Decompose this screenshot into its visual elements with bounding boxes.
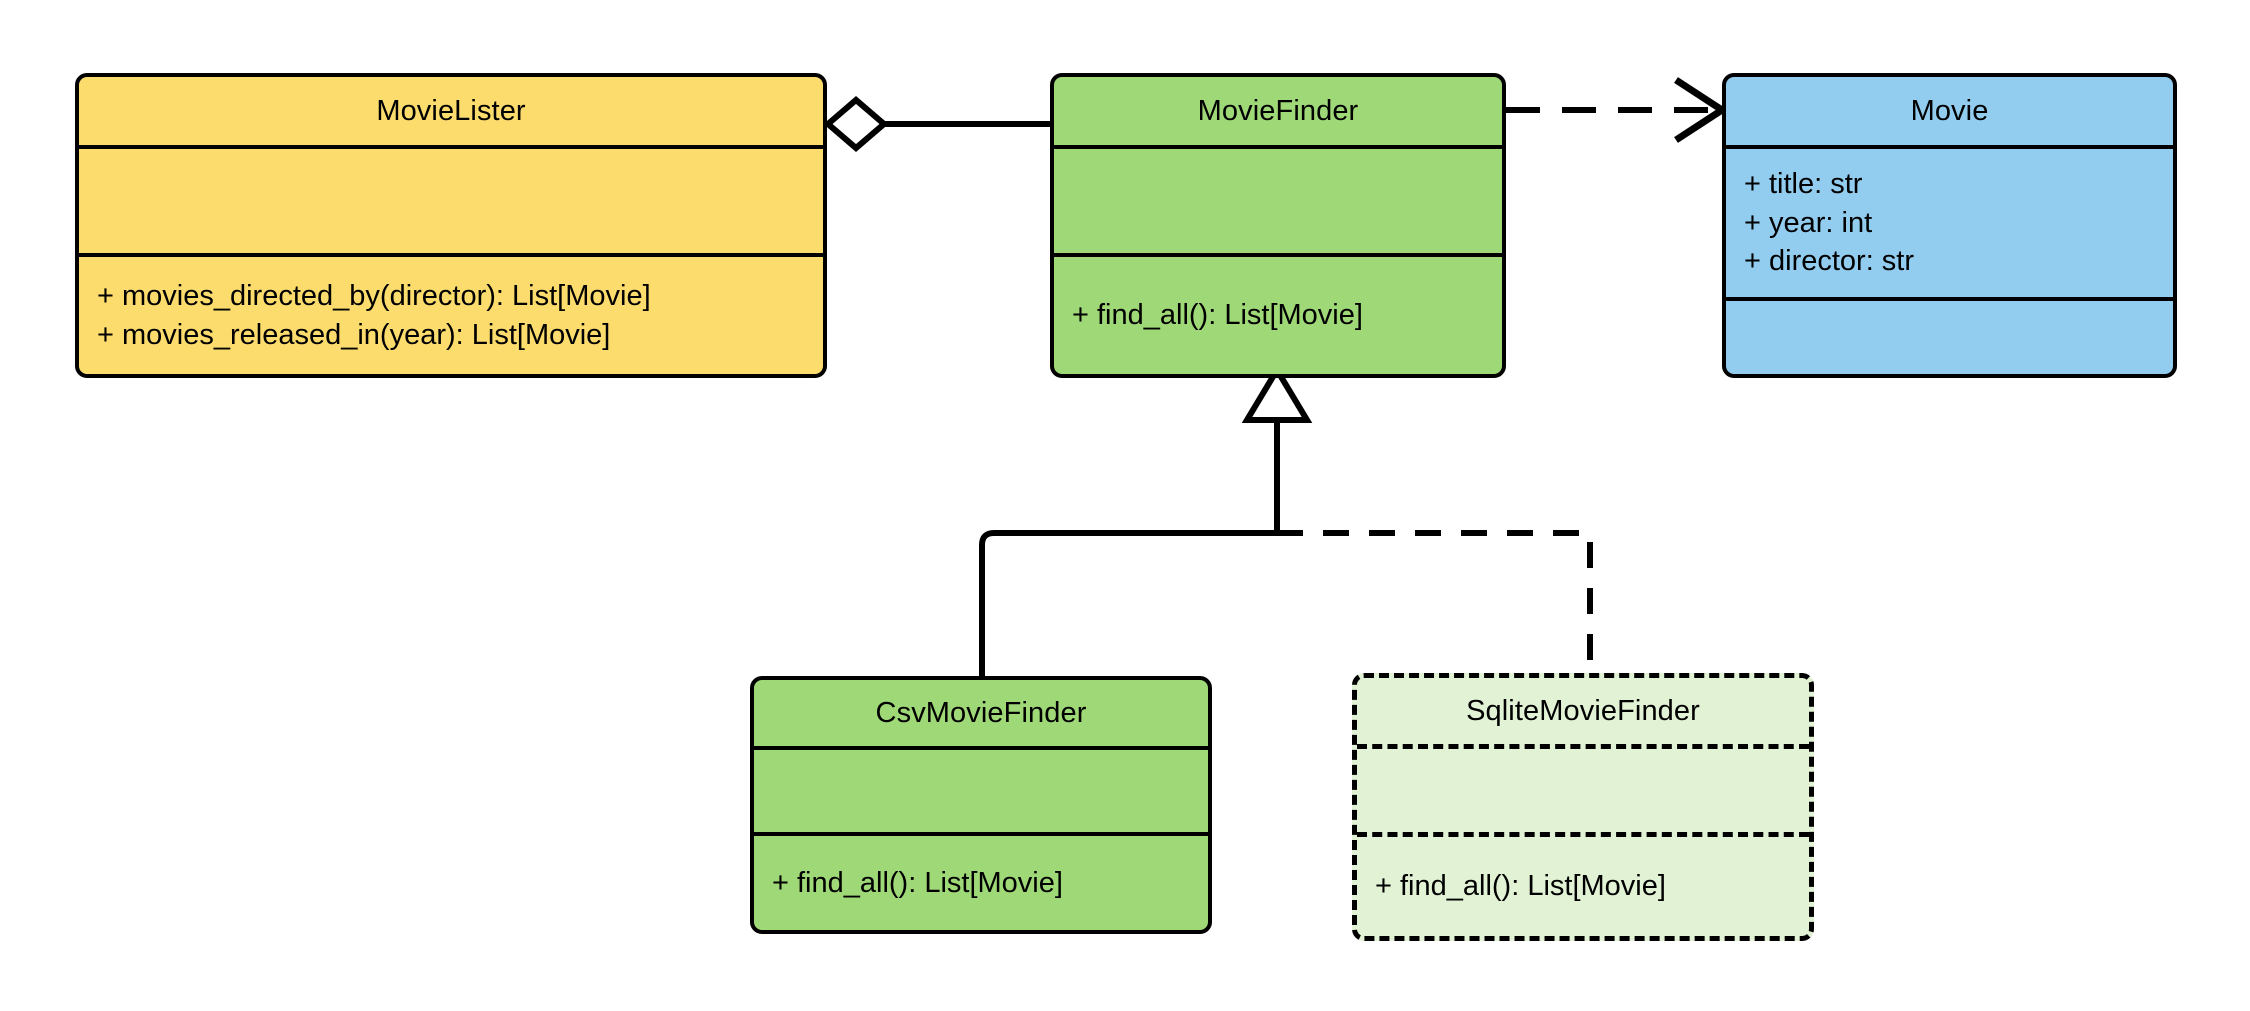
edge-generalization-trunk (1241, 364, 1313, 533)
class-box-movie-lister[interactable]: MovieLister + movies_directed_by(directo… (75, 73, 827, 378)
method-line: + movies_directed_by(director): List[Mov… (97, 279, 651, 312)
class-methods-compartment: + movies_directed_by(director): List[Mov… (79, 253, 823, 374)
method-line: + find_all(): List[Movie] (772, 866, 1063, 899)
open-arrow-marker (1674, 77, 1729, 143)
method-line: + movies_released_in(year): List[Movie] (97, 318, 611, 351)
edge-dependency-finder-movie (1506, 77, 1729, 143)
class-methods-compartment: + find_all(): List[Movie] (754, 832, 1208, 930)
class-attributes-compartment (1054, 145, 1502, 253)
class-title-compartment: CsvMovieFinder (754, 680, 1208, 746)
class-attributes-compartment (1357, 744, 1809, 832)
generalization-branch-csv (979, 530, 1277, 678)
class-attributes-compartment (79, 145, 823, 253)
edge-generalization-csv (979, 530, 1277, 678)
class-title-compartment: SqliteMovieFinder (1357, 678, 1809, 744)
edge-generalization-sqlite (1277, 530, 1593, 678)
class-title-compartment: MovieLister (79, 77, 823, 145)
class-attributes-compartment: + title: str + year: int + director: str (1726, 145, 2173, 297)
class-box-movie-finder[interactable]: MovieFinder + find_all(): List[Movie] (1050, 73, 1506, 378)
attribute-line: + title: str (1744, 167, 1863, 200)
class-name-csv-movie-finder: CsvMovieFinder (875, 696, 1087, 729)
attribute-line: + year: int (1744, 206, 1873, 239)
method-line: + find_all(): List[Movie] (1072, 299, 1363, 332)
class-box-movie[interactable]: Movie + title: str + year: int + directo… (1722, 73, 2177, 378)
class-box-csv-movie-finder[interactable]: CsvMovieFinder + find_all(): List[Movie] (750, 676, 1212, 934)
attribute-line: + director: str (1744, 245, 1915, 278)
class-name-movie: Movie (1910, 94, 1989, 127)
hollow-diamond-marker (823, 96, 889, 152)
class-box-sqlite-movie-finder[interactable]: SqliteMovieFinder + find_all(): List[Mov… (1352, 673, 1814, 941)
class-name-movie-lister: MovieLister (376, 94, 526, 127)
class-name-movie-finder: MovieFinder (1197, 94, 1359, 127)
generalization-branch-sqlite (1277, 530, 1593, 678)
class-attributes-compartment (754, 746, 1208, 832)
method-line: + find_all(): List[Movie] (1375, 870, 1666, 903)
edge-aggregation-lister-finder (823, 96, 1052, 152)
class-name-sqlite-movie-finder: SqliteMovieFinder (1466, 694, 1700, 727)
class-title-compartment: Movie (1726, 77, 2173, 145)
class-methods-compartment: + find_all(): List[Movie] (1357, 832, 1809, 936)
class-methods-compartment (1726, 297, 2173, 374)
class-methods-compartment: + find_all(): List[Movie] (1054, 253, 1502, 374)
class-title-compartment: MovieFinder (1054, 77, 1502, 145)
